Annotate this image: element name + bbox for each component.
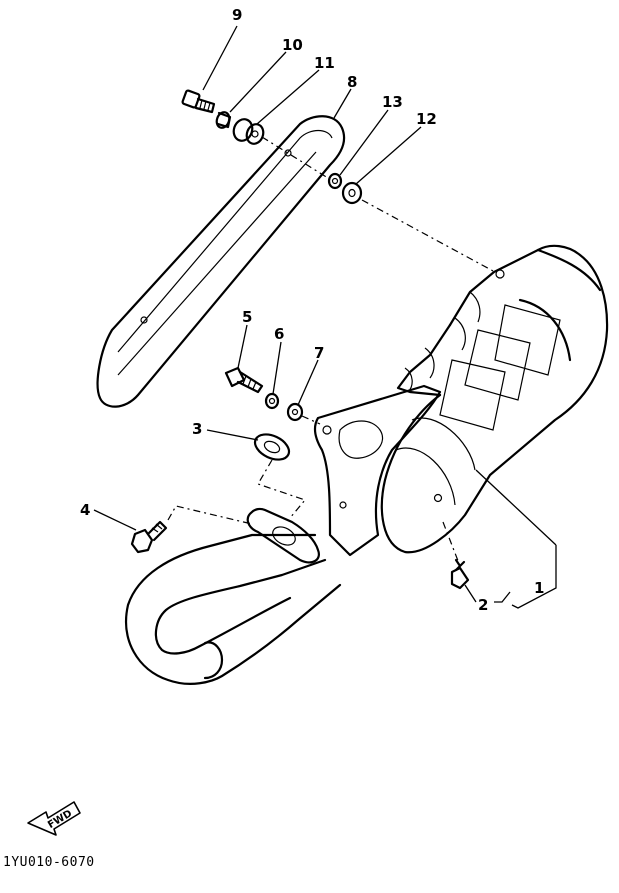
bolt-9	[181, 89, 216, 114]
screw-2	[450, 558, 470, 590]
callout-6: 6	[274, 325, 284, 343]
callout-11: 11	[314, 54, 335, 72]
muffler-1	[380, 244, 609, 554]
washer-7	[286, 402, 304, 422]
callouts: 1 2 3 4 5 6 7 8 9 10 11 12 13	[80, 6, 544, 614]
washer-6	[264, 392, 280, 410]
drawing-code: 1YU010-6070	[3, 855, 95, 870]
fwd-label: FWD	[46, 808, 74, 831]
callout-8: 8	[347, 73, 357, 91]
callout-5: 5	[242, 308, 252, 326]
leader-lines	[93, 25, 557, 609]
muffler-protector-8	[96, 115, 346, 408]
fwd-arrow: FWD	[27, 801, 81, 836]
mounting-bracket	[313, 384, 442, 557]
callout-12: 12	[416, 110, 437, 128]
bolt-4	[130, 520, 168, 554]
callout-13: 13	[382, 93, 403, 111]
callout-3: 3	[192, 420, 202, 438]
callout-9: 9	[232, 6, 242, 24]
washer-12	[341, 181, 363, 205]
exhaust-pipe	[125, 507, 342, 685]
nut-13	[327, 172, 343, 190]
callout-1: 1	[534, 579, 544, 597]
gasket-3	[253, 433, 291, 461]
callout-2: 2	[478, 596, 488, 614]
collar-10	[215, 111, 232, 129]
callout-4: 4	[80, 501, 90, 519]
callout-10: 10	[282, 36, 303, 54]
callout-7: 7	[314, 344, 324, 362]
bolt-5	[224, 366, 264, 394]
